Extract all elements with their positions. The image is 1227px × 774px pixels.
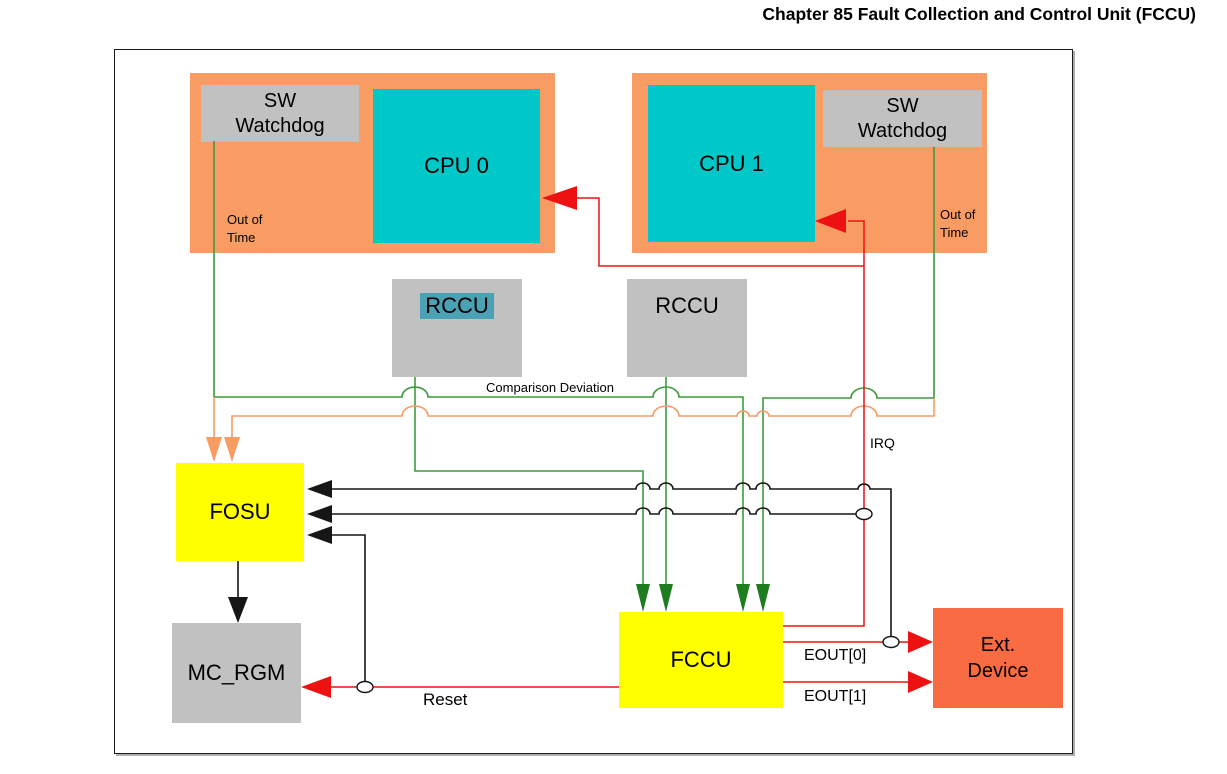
fosu-label: FOSU [209, 499, 271, 524]
sw-watchdog-0-label: SW Watchdog [235, 89, 325, 137]
rccu-0-block: RCCU [392, 279, 522, 377]
sw-watchdog-0-block: SW Watchdog [201, 85, 359, 142]
mc-rgm-label: MC_RGM [187, 660, 286, 685]
fosu-block: FOSU [176, 463, 304, 561]
cpu1-label: CPU 1 [699, 150, 764, 176]
irq-label: IRQ [870, 435, 895, 451]
sw-watchdog-1-label: SW Watchdog [857, 94, 948, 142]
sw-watchdog-1-block: SW Watchdog [823, 90, 982, 147]
comparison-deviation-label: Comparison Deviation [486, 380, 614, 395]
rccu-1-label: RCCU [655, 293, 719, 318]
out-of-time-label-left: Out of Time [227, 212, 263, 246]
chapter-title: Chapter 85 Fault Collection and Control … [762, 4, 1196, 24]
cpu0-block: CPU 0 [373, 89, 540, 243]
mc-rgm-block: MC_RGM [172, 623, 301, 723]
out-of-time-label-right: Out of Time [940, 207, 976, 241]
rccu-0-label-selected-text: RCCU [420, 293, 494, 319]
ext-device-block: Ext. Device [933, 608, 1063, 708]
eout1-label: EOUT[1] [804, 688, 867, 705]
cpu0-label: CPU 0 [424, 153, 489, 178]
rccu-1-block: RCCU [627, 279, 747, 377]
eout0-label: EOUT[0] [804, 647, 867, 664]
reset-label: Reset [423, 690, 468, 709]
fccu-block: FCCU [619, 612, 783, 708]
fccu-label: FCCU [670, 647, 732, 672]
cpu1-block: CPU 1 [648, 85, 815, 242]
